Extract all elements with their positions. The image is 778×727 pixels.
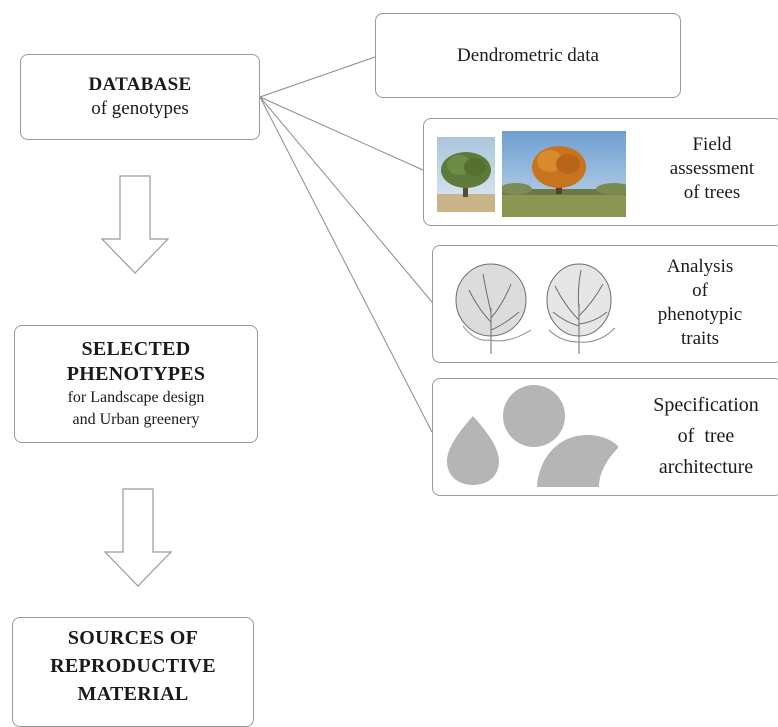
sources-line1: SOURCES OF <box>67 627 199 649</box>
connector-dendrometric <box>259 56 376 98</box>
tree-photo-autumn <box>502 131 626 217</box>
selected-phenotypes-box: SELECTED PHENOTYPES for Landscape design… <box>14 325 258 443</box>
dendrometric-box: Dendrometric data <box>375 13 681 98</box>
database-title: DATABASE <box>88 74 192 95</box>
database-box: DATABASE of genotypes <box>20 54 260 140</box>
dendrometric-label: Dendrometric data <box>457 44 599 66</box>
selected-sub-line1: for Landscape design <box>67 389 205 406</box>
sources-box: SOURCES OF REPRODUCTIVE MATERIAL <box>12 617 254 727</box>
sources-line2: REPRODUCTIVE <box>50 655 216 677</box>
analysis-line1: Analysis <box>666 256 734 277</box>
selected-title-line2: PHENOTYPES <box>66 363 206 385</box>
phenotypic-analysis-box: Analysis of phenotypic traits <box>432 245 778 363</box>
teardrop-crown-shape <box>447 416 499 485</box>
specification-line2: of tree <box>677 425 735 447</box>
field-line2: assessment <box>669 158 755 179</box>
database-subtitle: of genotypes <box>91 98 189 119</box>
connector-analysis <box>259 96 433 303</box>
tree-photo-small <box>437 137 495 212</box>
field-line1: Field <box>692 134 732 155</box>
analysis-label: Analysis of phenotypic traits <box>631 255 769 351</box>
tree-architecture-box: Specification of tree architecture <box>432 378 778 496</box>
crown-sketch-1 <box>455 263 532 354</box>
sources-line3: MATERIAL <box>77 683 189 705</box>
field-line3: of trees <box>683 182 741 203</box>
field-assessment-box: Field assessment of trees <box>423 118 778 226</box>
connector-specification <box>259 96 433 433</box>
selected-sub-line2: and Urban greenery <box>72 411 200 428</box>
crown-sketch-2 <box>546 263 616 354</box>
down-arrow-1 <box>100 175 170 274</box>
down-arrow-2 <box>103 488 173 587</box>
connector-field <box>259 96 424 171</box>
analysis-line4: traits <box>681 328 719 349</box>
field-label: Field assessment of trees <box>650 133 774 205</box>
analysis-line3: phenotypic <box>657 304 743 325</box>
specification-line1: Specification <box>653 394 759 416</box>
dome-crown-shape <box>537 435 618 487</box>
connector-lines <box>259 56 433 433</box>
analysis-line2: of <box>692 280 708 301</box>
specification-line3: architecture <box>658 456 754 478</box>
crown-shapes <box>447 385 618 487</box>
selected-title-line1: SELECTED <box>81 338 191 360</box>
specification-label: Specification of tree architecture <box>633 390 778 483</box>
round-crown-shape <box>503 385 565 447</box>
